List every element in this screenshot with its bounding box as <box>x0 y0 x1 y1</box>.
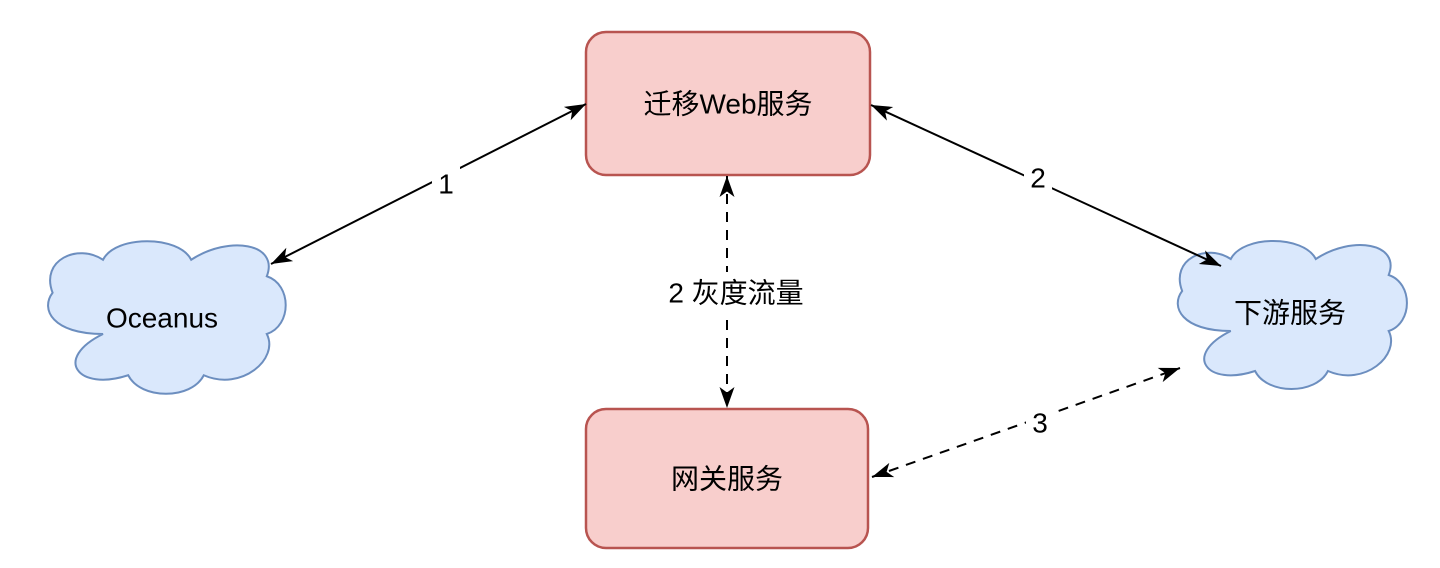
edge-label-background <box>432 167 460 201</box>
edge-oceanus-to-migration[interactable]: 1 <box>270 103 587 265</box>
edge-label-background <box>1026 406 1054 440</box>
edge-label-2: 2 <box>1030 163 1046 194</box>
node-label-gateway-service: 网关服务 <box>671 464 783 495</box>
edge-migration-to-downstream[interactable]: 2 <box>870 104 1222 267</box>
node-oceanus[interactable]: Oceanus <box>48 241 286 394</box>
edge-label-1: 1 <box>438 169 454 200</box>
node-label-oceanus: Oceanus <box>106 303 218 334</box>
cloud-shape <box>48 241 286 394</box>
node-downstream-service[interactable]: 下游服务 <box>1178 241 1407 389</box>
node-label-migration-web-service: 迁移Web服务 <box>643 89 812 120</box>
edge-gateway-to-downstream[interactable]: 3 <box>871 367 1181 478</box>
edge-migration-to-gateway[interactable]: 2 灰度流量 <box>651 176 821 408</box>
node-gateway-service[interactable]: 网关服务 <box>584 407 870 550</box>
node-label-downstream-service: 下游服务 <box>1234 298 1346 329</box>
rounded-box-shape <box>584 30 872 177</box>
edge-label-gray-traffic: 2 灰度流量 <box>668 278 803 309</box>
edge-label-background <box>651 272 821 314</box>
edge-line <box>270 103 587 265</box>
edge-label-background <box>1024 161 1052 195</box>
rounded-box-shape <box>584 407 870 550</box>
node-migration-web-service[interactable]: 迁移Web服务 <box>584 30 872 177</box>
edge-label-3: 3 <box>1032 408 1048 439</box>
